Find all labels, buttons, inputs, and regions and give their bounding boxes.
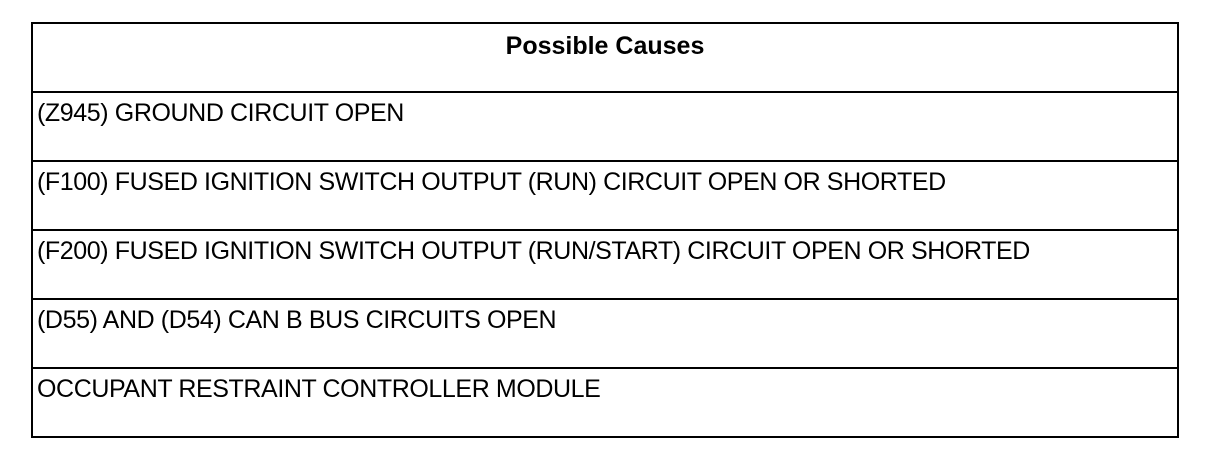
cause-text: (Z945) GROUND CIRCUIT OPEN <box>37 99 404 127</box>
table-cell: (F200) FUSED IGNITION SWITCH OUTPUT (RUN… <box>31 229 1179 300</box>
possible-causes-table: Possible Causes (Z945) GROUND CIRCUIT OP… <box>31 22 1179 438</box>
cause-text: (F100) FUSED IGNITION SWITCH OUTPUT (RUN… <box>37 168 946 196</box>
table-header-row: Possible Causes <box>31 22 1179 93</box>
table-row: (F200) FUSED IGNITION SWITCH OUTPUT (RUN… <box>31 229 1179 300</box>
table-row: (F100) FUSED IGNITION SWITCH OUTPUT (RUN… <box>31 160 1179 231</box>
table-row: OCCUPANT RESTRAINT CONTROLLER MODULE <box>31 367 1179 438</box>
table-cell: (D55) AND (D54) CAN B BUS CIRCUITS OPEN <box>31 298 1179 369</box>
table-header-cell: Possible Causes <box>31 22 1179 93</box>
table-row: (D55) AND (D54) CAN B BUS CIRCUITS OPEN <box>31 298 1179 369</box>
table-cell: OCCUPANT RESTRAINT CONTROLLER MODULE <box>31 367 1179 438</box>
cause-text: OCCUPANT RESTRAINT CONTROLLER MODULE <box>37 375 601 403</box>
cause-text: (F200) FUSED IGNITION SWITCH OUTPUT (RUN… <box>37 237 1030 265</box>
possible-causes-heading: Possible Causes <box>505 32 705 60</box>
table-cell: (F100) FUSED IGNITION SWITCH OUTPUT (RUN… <box>31 160 1179 231</box>
table-row: (Z945) GROUND CIRCUIT OPEN <box>31 91 1179 162</box>
cause-text: (D55) AND (D54) CAN B BUS CIRCUITS OPEN <box>37 306 557 334</box>
table-cell: (Z945) GROUND CIRCUIT OPEN <box>31 91 1179 162</box>
